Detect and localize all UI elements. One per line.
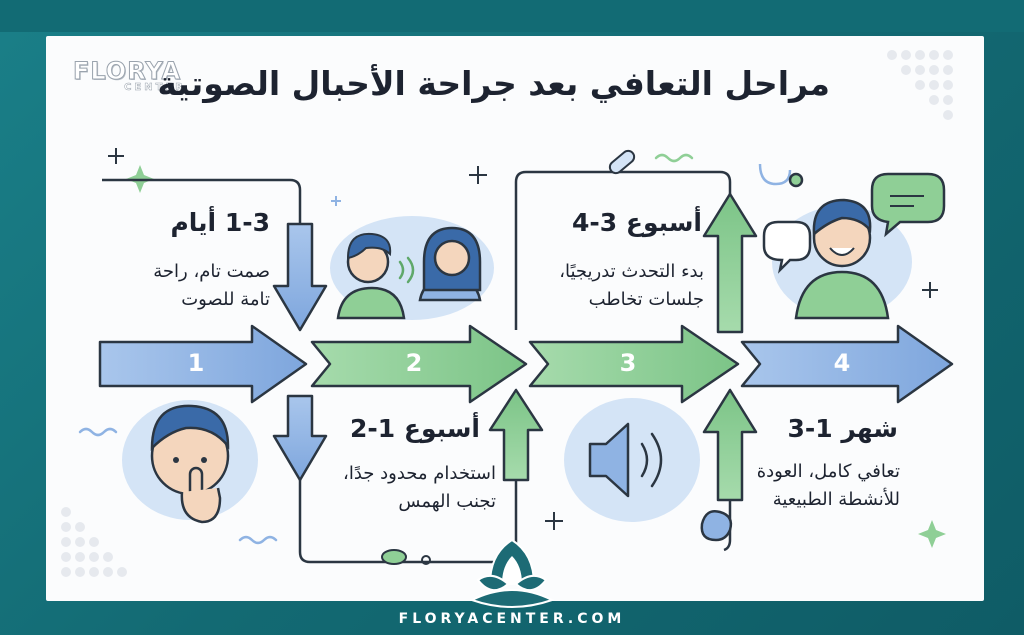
page-title: مراحل التعافي بعد جراحة الأحبال الصوتية: [157, 64, 830, 103]
stage-2-desc-line2: تجنب الهمس: [398, 491, 496, 512]
stage-3-title: أسبوع 3-4: [571, 208, 702, 237]
dot-pattern-top-right: [887, 50, 953, 120]
vertical-arrow-down-top: [272, 222, 328, 332]
dot-pattern-bottom-left: [61, 507, 127, 577]
stage-arrow-3: [528, 324, 740, 404]
stage-4-title: شهر 1-3: [787, 414, 898, 443]
stage-arrow-4: [740, 324, 954, 404]
wavy-lines: [78, 427, 278, 545]
vertical-arrow-up-stage3-top: [702, 192, 758, 334]
stage-number-3: 3: [619, 349, 637, 377]
logo-sub: CENTER: [124, 82, 186, 94]
stage-number-2: 2: [405, 349, 423, 377]
vertical-arrow-down-bottom: [272, 394, 328, 482]
top-bar: [0, 0, 1024, 32]
stage-number-4: 4: [833, 349, 851, 377]
sparkle-icons: [108, 148, 938, 530]
stage-4-desc-line1: تعافي كامل، العودة: [756, 461, 900, 482]
stethoscope-icon: [758, 163, 804, 188]
stage-3-desc-line2: جلسات تخاطب: [588, 289, 704, 310]
footer-url[interactable]: FLORYACENTER.COM: [398, 611, 626, 627]
happy-person-illustration: [762, 172, 946, 320]
conversation-illustration: [330, 216, 494, 320]
vertical-arrow-up-stage2: [488, 388, 544, 482]
stage-1-title: 1-3 أيام: [170, 208, 270, 237]
florya-leaf-logo: [469, 538, 555, 608]
stage-1-desc-line1: صمت تام، راحة: [153, 261, 270, 282]
stage-number-1: 1: [187, 349, 205, 377]
vertical-arrow-up-stage3-bottom: [702, 388, 758, 502]
throat-icon: [700, 510, 733, 542]
pill-icon: [608, 149, 636, 175]
dashed-small: [331, 196, 341, 206]
capsule-icon: [381, 549, 431, 565]
stage-3-desc-line1: بدء التحدث تدريجيًا،: [559, 261, 704, 282]
logo-word: FLORYA: [72, 57, 182, 85]
stage-4-desc-line2: للأنشطة الطبيعية: [772, 489, 900, 510]
stage-arrow-2: [310, 324, 528, 404]
speaker-illustration: [564, 398, 700, 522]
florya-logo[interactable]: FLORYA CENTER: [68, 58, 186, 102]
stage-2-desc-line1: استخدام محدود جدًا،: [343, 463, 496, 484]
stage-2-title: أسبوع 1-2: [349, 414, 480, 443]
stage-1-desc-line2: تامة للصوت: [181, 289, 270, 310]
stage-arrow-1: [98, 324, 308, 404]
quiet-face-illustration: [122, 400, 258, 524]
